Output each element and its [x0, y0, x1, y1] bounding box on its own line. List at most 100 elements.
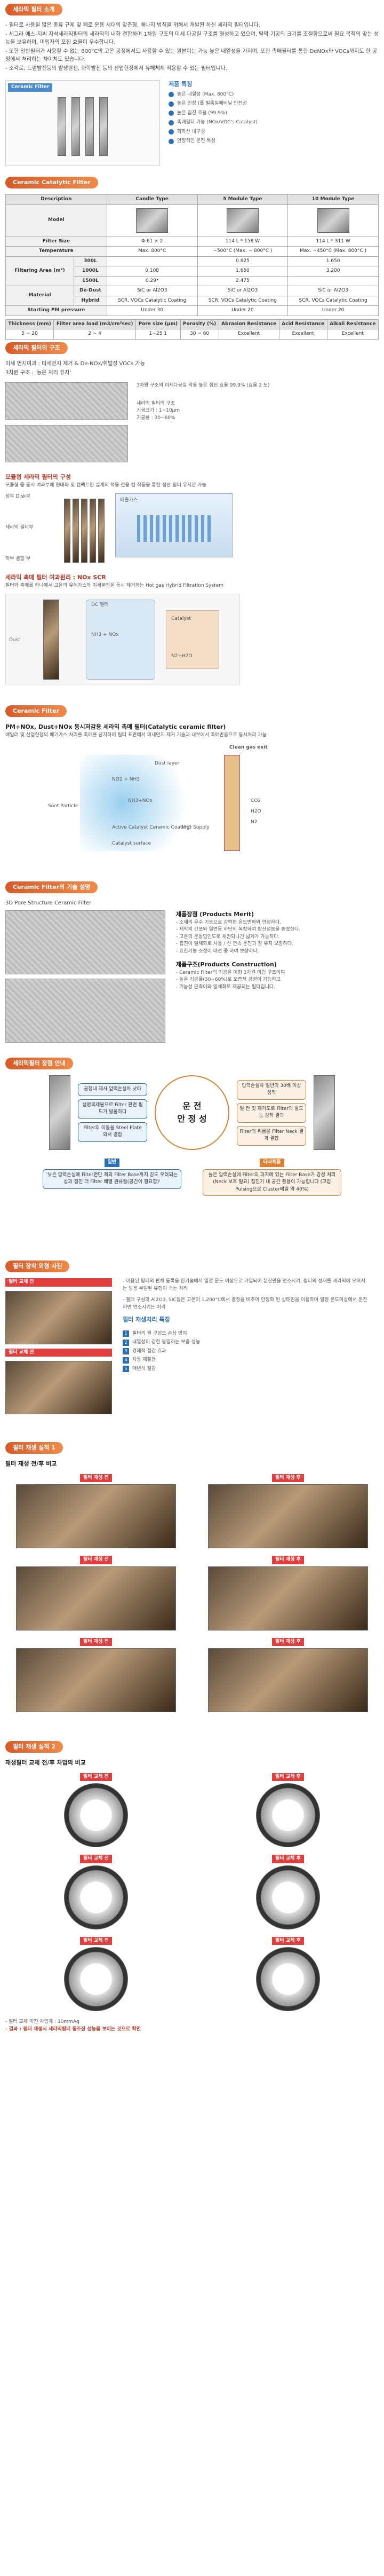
cat-label-clean: Clean gas exit	[229, 745, 268, 750]
merit-list: - 소재의 우수 기능으로 강력한 온도변화와 안정하다.- 세막의 간포와 열…	[176, 919, 368, 956]
regen-tag: 필터 재생 전	[80, 1556, 112, 1564]
spec-cell: 1.650	[287, 256, 379, 266]
spec-cell: Φ 61 × 2	[106, 236, 198, 247]
feature-label: 높은 인장 (폴 필름밀폐비닐 안전성	[177, 101, 247, 106]
features-panel: 제품 특징 높은 내열성 (Max. 800°C)높은 인장 (폴 필름밀폐비닐…	[169, 80, 329, 166]
spec-cell: SCR, VOCs Catalytic Coating	[197, 295, 289, 306]
regen-number-icon: 4	[123, 1357, 129, 1364]
construction-block: 제품구조(Products Construction) - Ceramic Fi…	[176, 960, 368, 991]
spec-cell: Hybrid	[74, 295, 107, 306]
filter-photos	[8, 97, 157, 156]
regen2-header: 필터 재생 실적 2	[5, 1740, 379, 1753]
feature-item: 안정적인 운전 특성	[169, 138, 329, 145]
spec-group-material: Material	[5, 286, 75, 306]
regen-cell: 필터 교체 후	[203, 1936, 373, 2011]
regen-cell: 필터 재생 전	[11, 1637, 181, 1712]
construction-item: - Ceramic Filter의 기공은 이형 3차원 미립 구조이며	[176, 970, 285, 975]
structure-title: 세라믹 필터의 구조	[5, 342, 68, 354]
filter-photo	[58, 97, 66, 156]
cat-label-dust: Dust layer	[155, 761, 180, 766]
regen1-sub: 필터 재생 전/후 비교	[5, 1460, 57, 1467]
regen-cell: 필터 재생 전	[11, 1556, 181, 1630]
advantage-right-item: 일 탄 및 제거도로 Filter의 발도능 강하 결과	[237, 1102, 306, 1123]
spec-cell: Starting PM pressure	[5, 305, 107, 316]
regen-cell: 필터 교체 전	[11, 1773, 181, 1847]
ceramic-filter-card-title: Ceramic Filter	[8, 83, 53, 92]
regen-tag: 필터 교체 전	[80, 1855, 112, 1863]
note-others: 높은 압력손실에 Filter의 파지에 있는 Filter Base가 강성 …	[203, 1169, 341, 1196]
regen-cell: 필터 교체 후	[203, 1773, 373, 1847]
sem-image-1	[5, 382, 128, 420]
spec-sub-head-cell: Porosity (%)	[180, 319, 219, 329]
spec-sub-head-cell: Acid Resistance	[278, 319, 327, 329]
feature-bullet-icon	[169, 111, 174, 116]
module-label-bottom: 하부 결합 부	[5, 556, 31, 562]
gauge-photo	[256, 1865, 320, 1929]
structure-p2: 3차원 구조 : '능은 처리 유지'	[5, 370, 71, 376]
regen-tag: 필터 교체 전	[80, 1773, 112, 1781]
filter-photo	[99, 97, 108, 156]
install-tag-1: 필터 교체 전	[5, 1278, 112, 1287]
filter-photo-right	[314, 1075, 335, 1150]
intro-header: 세라믹 필터 소개	[5, 3, 379, 16]
regen-cell: 필터 재생 후	[203, 1556, 373, 1630]
spec-sub-head-cell: Abrasion Resistance	[218, 319, 279, 329]
module-illustration	[64, 493, 105, 563]
spec-head-cell: 5 Module Type	[197, 194, 289, 205]
spec-cell: SCR, VOCs Catalytic Coating	[106, 295, 198, 306]
merit-item: - 효한기능 조정이 대전 중 하여 보장하다.	[176, 948, 259, 954]
merit-item: - 고온의 운동입인도로 채권되나긴 넓게가 가능하다.	[176, 934, 280, 940]
advantage-left-item: Filter의 이동을 Steel Plate 외서 결합	[78, 1122, 147, 1142]
spec-cell: 114 L * 311 W	[287, 236, 379, 247]
regen-photo	[208, 1484, 368, 1548]
spec-cell: De-Dust	[74, 286, 107, 296]
sem-image-2	[5, 425, 128, 462]
catalytic-subtitle: PM+NOx, Dust+NOx 동시저감용 세라믹 촉매 필터(Catalyt…	[5, 723, 226, 730]
spec-cell	[287, 275, 379, 286]
regen-cell: 필터 재생 후	[203, 1637, 373, 1712]
regen-number-icon: 3	[123, 1348, 129, 1355]
spec-cell: 1000L	[74, 266, 107, 277]
cat-label-coating: Active Catalyst Ceramic Coating	[112, 825, 190, 830]
spec-cell: Filter Size	[5, 236, 107, 247]
regen-tag: 필터 교체 전	[80, 1936, 112, 1945]
feature-item: 높은 집진 효율 (99.9%)	[169, 110, 329, 117]
module-desc: 모듈형 중 동시 여과부에 현대화 및 컴팩트한 설계의 적용 전용 컴 작동을…	[5, 482, 206, 488]
ceramic-filter-card: Ceramic Filter	[5, 80, 160, 166]
cat-label-co2: CO2	[251, 798, 261, 803]
spec-sub-head-cell: Pore size (μm)	[135, 319, 181, 329]
feature-item: 촉매필터 가능 (NOx/VOC's Catalyst)	[169, 119, 329, 127]
stability-circle: 운 전 안 정 성	[155, 1075, 229, 1150]
merit-item: - 집진이 일체화로 사용 / 신 연속 운전과 장 유지 보장하다.	[176, 941, 293, 947]
scr-label-n2: N2+H2O	[171, 653, 193, 659]
gauge-photo	[256, 1783, 320, 1847]
regen-photo	[208, 1648, 368, 1712]
spec-sub-val-cell: 1~25 1	[135, 329, 181, 340]
tech-image-1	[5, 910, 165, 974]
sem-row: 3차원 구조의 미세다공질 막을 높은 집진 효율 99.9% (효율 2 도)…	[5, 382, 379, 462]
regen-title: 필터 재생처리 특징	[123, 1316, 170, 1323]
install-section: 필터 장착 외형 사진 필터 교체 전 필터 교체 전 - 이용된 필터의 판체…	[5, 1260, 379, 1441]
catalytic-title: Ceramic Filter	[5, 705, 67, 717]
spec-cell: 0.29*	[106, 275, 198, 286]
feature-bullet-icon	[169, 120, 174, 125]
spec-cell	[197, 204, 289, 237]
regen-number-icon: 2	[123, 1339, 129, 1346]
spec-cell: Under 20	[287, 305, 379, 316]
advantage-title: 세라믹필터 장점 안내	[5, 1058, 73, 1069]
sem-caption-1: 3차원 구조의 미세다공질 막을 높은 집진 효율 99.9% (효율 2 도)	[137, 383, 270, 388]
feature-bullet-icon	[169, 101, 174, 107]
tech-section: Ceramic Filter의 기술 설명 3D Pore Structure …	[5, 881, 379, 1057]
feature-bullet-icon	[169, 129, 174, 135]
feature-item: 높은 인장 (폴 필름밀폐비닐 안전성	[169, 100, 329, 108]
